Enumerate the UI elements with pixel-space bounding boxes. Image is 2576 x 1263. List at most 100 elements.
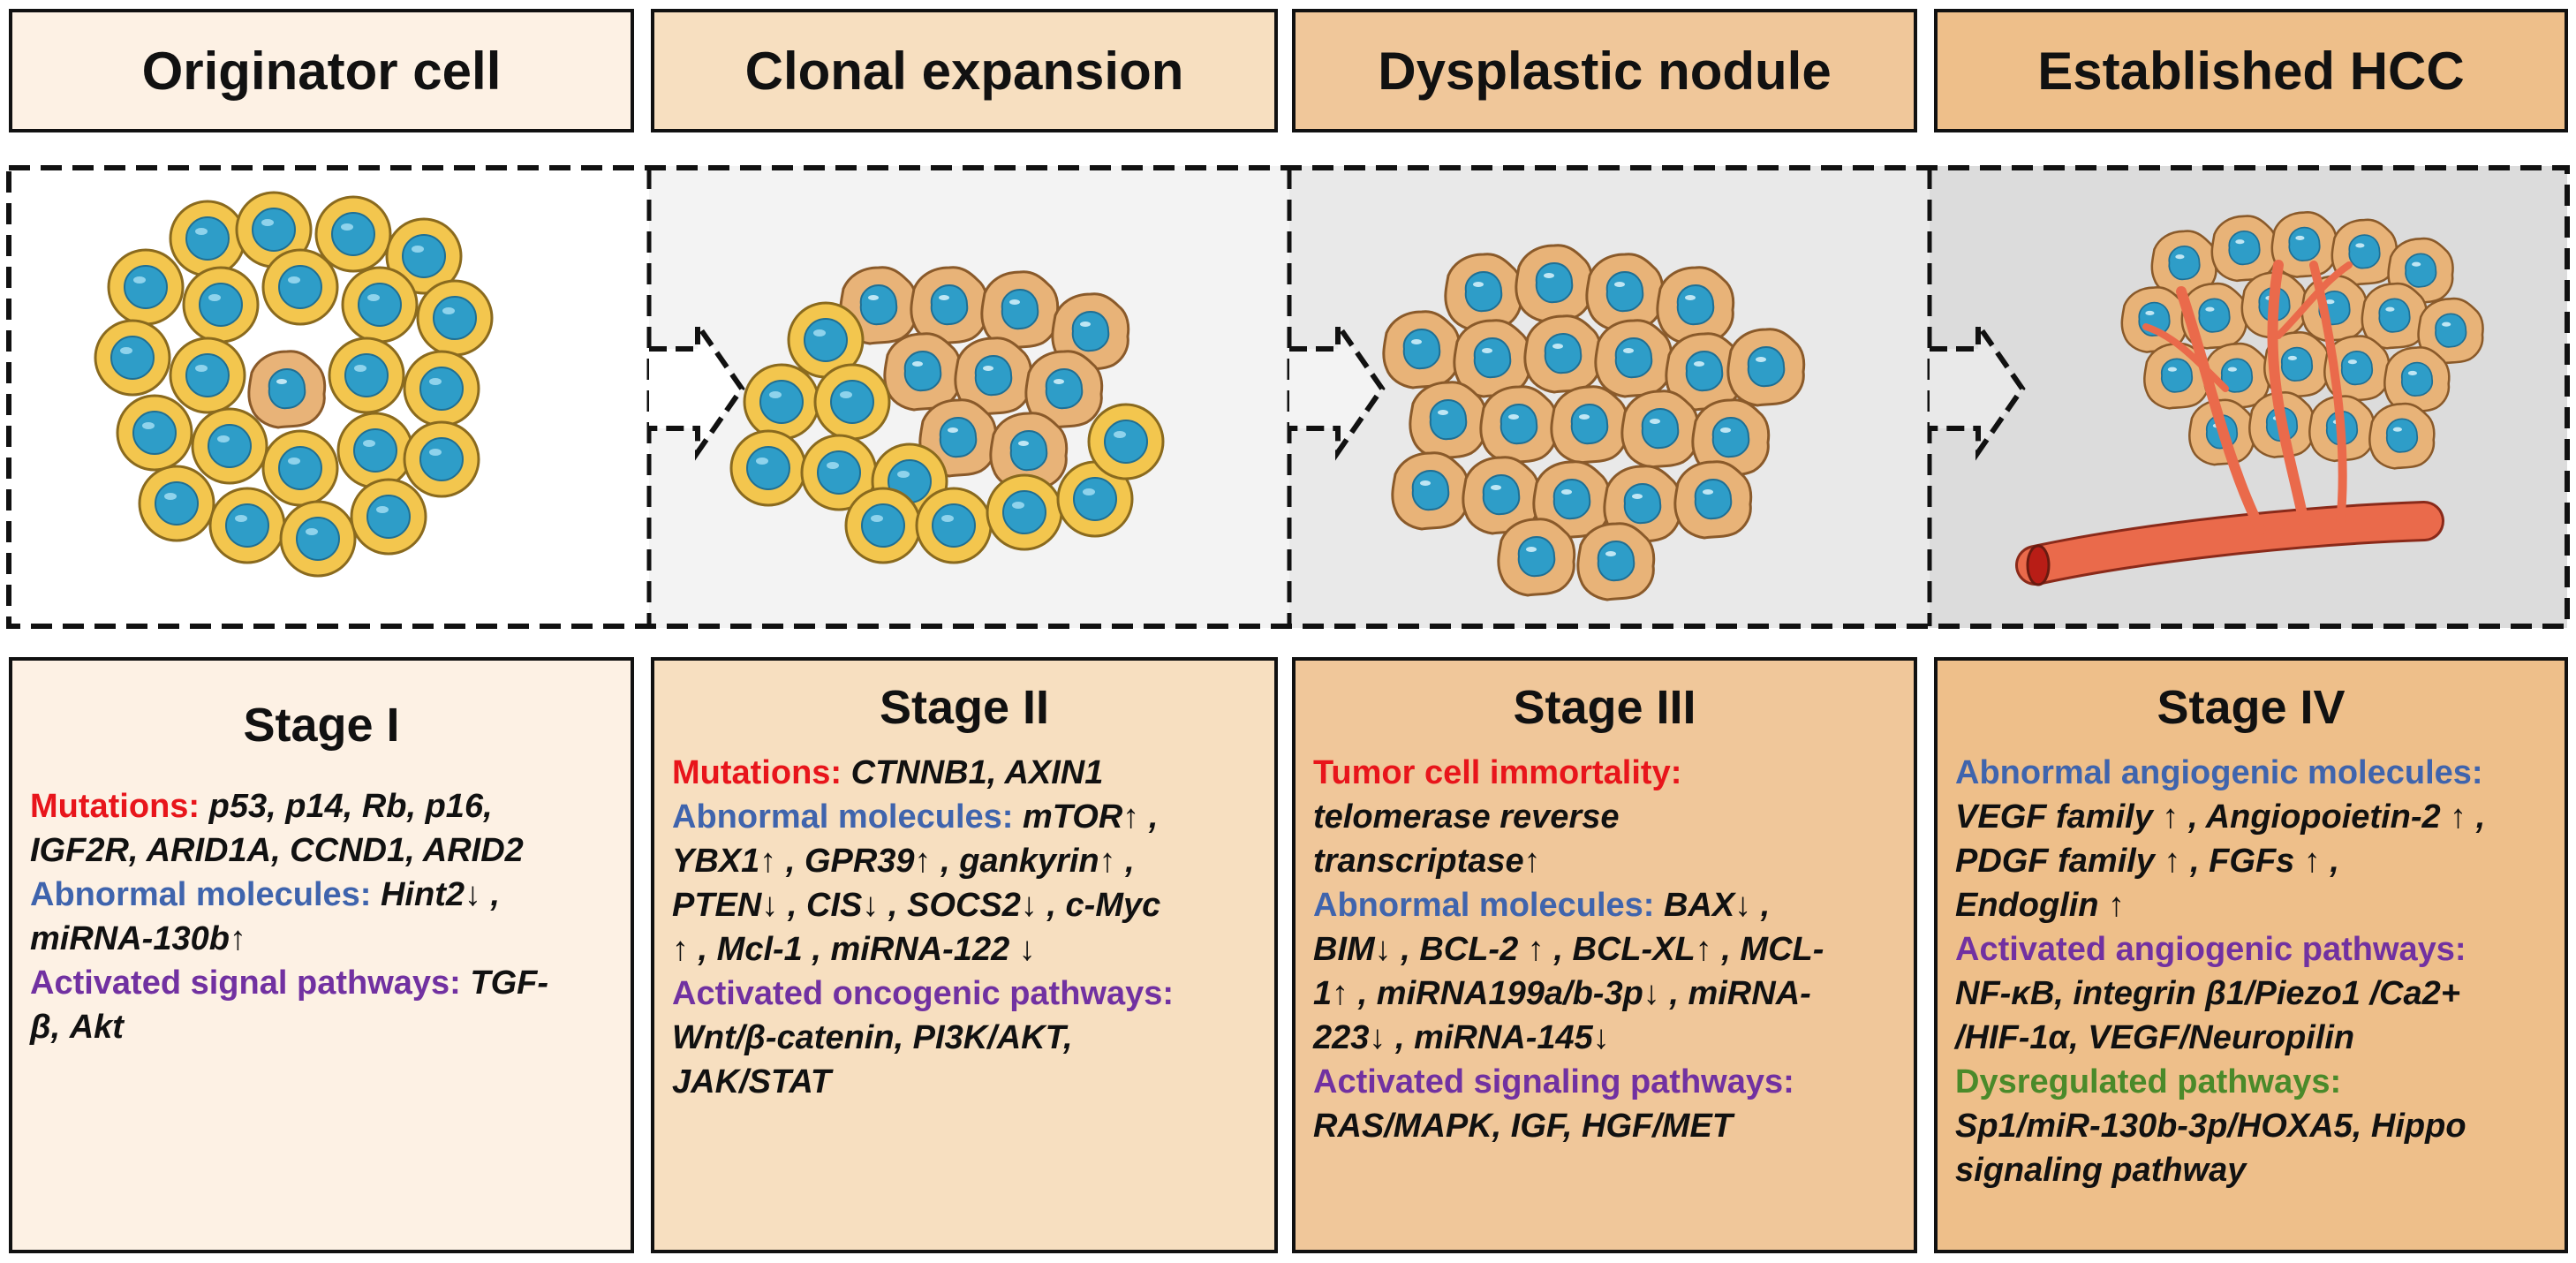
gene-list: telomerase reverse [1313,798,1620,836]
header-label: Established HCC [2037,41,2465,101]
dysplastic-nodule-cluster [1382,244,1806,601]
gene-list: signaling pathway [1955,1152,2247,1189]
stage-text-line: ↑ , Mcl-1 , miRNA-122 ↓ [672,927,1257,972]
stage-text-line: NF-κB, integrin β1/Piezo1 /Ca2+ [1955,972,2547,1016]
stage-text-line: telomerase reverse [1313,795,1896,839]
stage-text-line: PDGF family ↑ , FGFs ↑ , [1955,839,2547,883]
header-dysplastic-nodule: Dysplastic nodule [1292,9,1917,132]
header-originator-cell: Originator cell [9,9,634,132]
stage-text-line: Tumor cell immortality: [1313,751,1896,795]
stage-4-text: Abnormal angiogenic molecules:VEGF famil… [1955,751,2547,1192]
stage-1-text: Mutations: p53, p14, Rb, p16, IGF2R, ARID… [30,784,613,1049]
gene-list: miRNA-130b↑ [30,920,246,957]
stage-text-line: signaling pathway [1955,1148,2547,1192]
blood-vessel [2015,260,2444,586]
stage-text-line: /HIF-1α, VEGF/Neuropilin [1955,1016,2547,1060]
header-established-hcc: Established HCC [1934,9,2568,132]
stage-text-line: β, Akt [30,1005,613,1049]
gene-list: transcriptase↑ [1313,843,1541,880]
gene-list: YBX1↑ , GPR39↑ , gankyrin↑ , [672,843,1135,880]
gene-list: Sp1/miR-130b-3p/HOXA5, Hippo [1955,1108,2466,1145]
header-label: Originator cell [141,41,502,101]
header-clonal-expansion: Clonal expansion [651,9,1278,132]
category-label: Activated signal pathways: [30,964,471,1002]
category-label: Abnormal molecules: [672,798,1023,836]
category-label: Dysregulated pathways: [1955,1063,2342,1100]
stage-1-box: Stage I Mutations: p53, p14, Rb, p16, IGF… [9,657,634,1253]
dashed-arrow-2 [1289,316,1386,461]
stage-text-line: 1↑ , miRNA199a/b-3p↓ , miRNA- [1313,972,1896,1016]
stage-text-line: Sp1/miR-130b-3p/HOXA5, Hippo [1955,1104,2547,1148]
illustration-layer [6,165,2570,629]
stage-text-line: 223↓ , miRNA-145↓ [1313,1016,1896,1060]
stage-4-box: Stage IV Abnormal angiogenic molecules:V… [1934,657,2568,1253]
stage-text-line: Activated angiogenic pathways: [1955,927,2547,972]
stage-text-line: Abnormal molecules: mTOR↑ , [672,795,1257,839]
stage-text-line: Mutations: CTNNB1, AXIN1 [672,751,1257,795]
stage-text-line: Activated oncogenic pathways: [672,972,1257,1016]
stage-title: Stage IV [2157,681,2346,734]
gene-list: mTOR↑ , [1022,798,1159,836]
gene-list: NF-κB, integrin β1/Piezo1 /Ca2+ [1955,975,2460,1012]
gene-list: PTEN↓ , CIS↓ , SOCS2↓ , c-Myc [672,887,1161,924]
gene-list: PDGF family ↑ , FGFs ↑ , [1955,843,2339,880]
gene-list: VEGF family ↑ , Angiopoietin-2 ↑ , [1955,798,2486,836]
stage-3-box: Stage III Tumor cell immortality: telomer… [1292,657,1917,1253]
gene-list: IGF2R, ARID1A, CCND1, ARID2 [30,832,524,869]
stage-text-line: Abnormal angiogenic molecules: [1955,751,2547,795]
gene-list: /HIF-1α, VEGF/Neuropilin [1955,1019,2355,1056]
dashed-arrow-3 [1930,316,2026,461]
stage-text-line: VEGF family ↑ , Angiopoietin-2 ↑ , [1955,795,2547,839]
gene-list: JAK/STAT [672,1063,832,1100]
stage-3-text: Tumor cell immortality: telomerase revers… [1313,751,1896,1148]
gene-list: 1↑ , miRNA199a/b-3p↓ , miRNA- [1313,975,1811,1012]
gene-list: β, Akt [30,1009,124,1046]
stage-text-line: IGF2R, ARID1A, CCND1, ARID2 [30,828,613,873]
gene-list: RAS/MAPK, IGF, HGF/MET [1313,1108,1733,1145]
stage-text-line: transcriptase↑ [1313,839,1896,883]
stage-text-line: RAS/MAPK, IGF, HGF/MET [1313,1104,1896,1148]
category-label: Activated oncogenic pathways: [672,975,1175,1012]
stage-title: Stage III [1513,681,1696,734]
stage-text-line: BIM↓ , BCL-2 ↑ , BCL-XL↑ , MCL- [1313,927,1896,972]
stage-text-line: Activated signal pathways: TGF- [30,961,613,1005]
gene-list: Hint2↓ , [380,876,501,913]
category-label: Tumor cell immortality: [1313,754,1682,791]
category-label: Abnormal molecules: [1313,887,1664,924]
originator-cell-cluster [94,191,494,578]
gene-list: 223↓ , miRNA-145↓ [1313,1019,1610,1056]
category-label: Abnormal molecules: [30,876,381,913]
header-label: Clonal expansion [744,41,1184,101]
stage-text-line: miRNA-130b↑ [30,917,613,961]
gene-list: TGF- [470,964,549,1002]
stage-text-line: JAK/STAT [672,1060,1257,1104]
gene-list: Wnt/β-catenin, PI3K/AKT, [672,1019,1073,1056]
category-label: Activated angiogenic pathways: [1955,931,2466,968]
gene-list: CTNNB1, AXIN1 [850,754,1104,791]
dashed-arrow-1 [649,316,745,461]
stage-title: Stage II [879,681,1050,734]
stage-text-line: Endoglin ↑ [1955,883,2547,927]
category-label: Mutations: [30,788,209,825]
stage-text-line: Activated signaling pathways: [1313,1060,1896,1104]
stage-text-line: Dysregulated pathways: [1955,1060,2547,1104]
vessel-lumen [2026,544,2051,586]
gene-list: BAX↓ , [1663,887,1771,924]
stage-title: Stage I [243,699,400,752]
gene-list: p53, p14, Rb, p16, [208,788,493,825]
stage-text-line: Wnt/β-catenin, PI3K/AKT, [672,1016,1257,1060]
stage-text-line: PTEN↓ , CIS↓ , SOCS2↓ , c-Myc [672,883,1257,927]
stage-text-line: Abnormal molecules: Hint2↓ , [30,873,613,917]
gene-list: Endoglin ↑ [1955,887,2126,924]
stage-text-line: Mutations: p53, p14, Rb, p16, [30,784,613,828]
clonal-expansion-cluster [729,266,1165,564]
gene-list: BIM↓ , BCL-2 ↑ , BCL-XL↑ , MCL- [1313,931,1824,968]
stage-text-line: YBX1↑ , GPR39↑ , gankyrin↑ , [672,839,1257,883]
category-label: Activated signaling pathways: [1313,1063,1794,1100]
header-label: Dysplastic nodule [1378,41,1832,101]
category-label: Mutations: [672,754,851,791]
gene-list: ↑ , Mcl-1 , miRNA-122 ↓ [672,931,1036,968]
stage-text-line: Abnormal molecules: BAX↓ , [1313,883,1896,927]
